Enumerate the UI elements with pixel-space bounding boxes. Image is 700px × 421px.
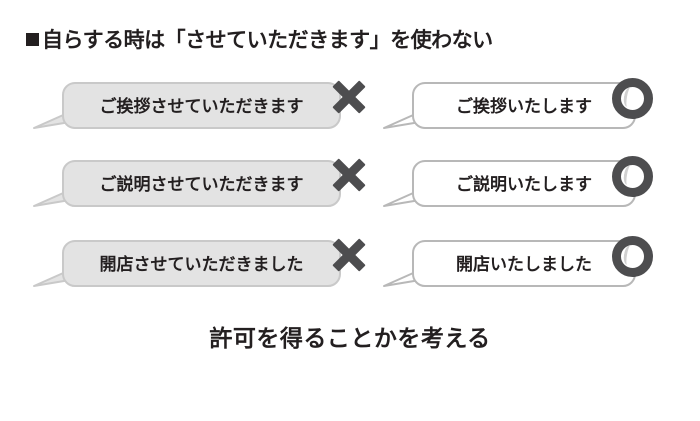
page-title: 自らする時は「させていただきます」を使わない: [26, 24, 493, 54]
correct-phrase-bubble: ご挨拶いたします: [412, 82, 636, 129]
correct-phrase-bubble: ご説明いたします: [412, 160, 636, 207]
circle-mark-icon: [612, 78, 653, 119]
incorrect-phrase-text: ご説明させていただきます: [99, 175, 304, 194]
incorrect-phrase-text: ご挨拶させていただきます: [99, 97, 304, 116]
incorrect-phrase-bubble: ご挨拶させていただきます: [62, 82, 341, 129]
incorrect-phrase-text: 開店させていただきました: [99, 255, 304, 274]
x-mark-icon: [326, 152, 372, 198]
comparison-row: 開店させていただきました 開店いたしました: [0, 232, 700, 298]
circle-mark-ring: [612, 78, 653, 119]
circle-mark-icon: [612, 236, 653, 277]
square-bullet-icon: [26, 33, 39, 46]
incorrect-phrase-bubble: 開店させていただきました: [62, 240, 341, 287]
correct-phrase-bubble: 開店いたしました: [412, 240, 636, 287]
circle-mark-ring: [612, 236, 653, 277]
incorrect-phrase-bubble: ご説明させていただきます: [62, 160, 341, 207]
comparison-row: ご挨拶させていただきます ご挨拶いたします: [0, 74, 700, 140]
comparison-row: ご説明させていただきます ご説明いたします: [0, 152, 700, 218]
correct-phrase-text: 開店いたしました: [456, 255, 592, 274]
x-mark-icon: [326, 232, 372, 278]
x-mark-icon: [326, 74, 372, 120]
circle-mark-icon: [612, 156, 653, 197]
summary-caption: 許可を得ることかを考える: [209, 325, 491, 351]
correct-phrase-text: ご挨拶いたします: [456, 97, 592, 116]
circle-mark-ring: [612, 156, 653, 197]
page-title-text: 自らする時は「させていただきます」を使わない: [42, 29, 493, 52]
correct-phrase-text: ご説明いたします: [456, 175, 592, 194]
